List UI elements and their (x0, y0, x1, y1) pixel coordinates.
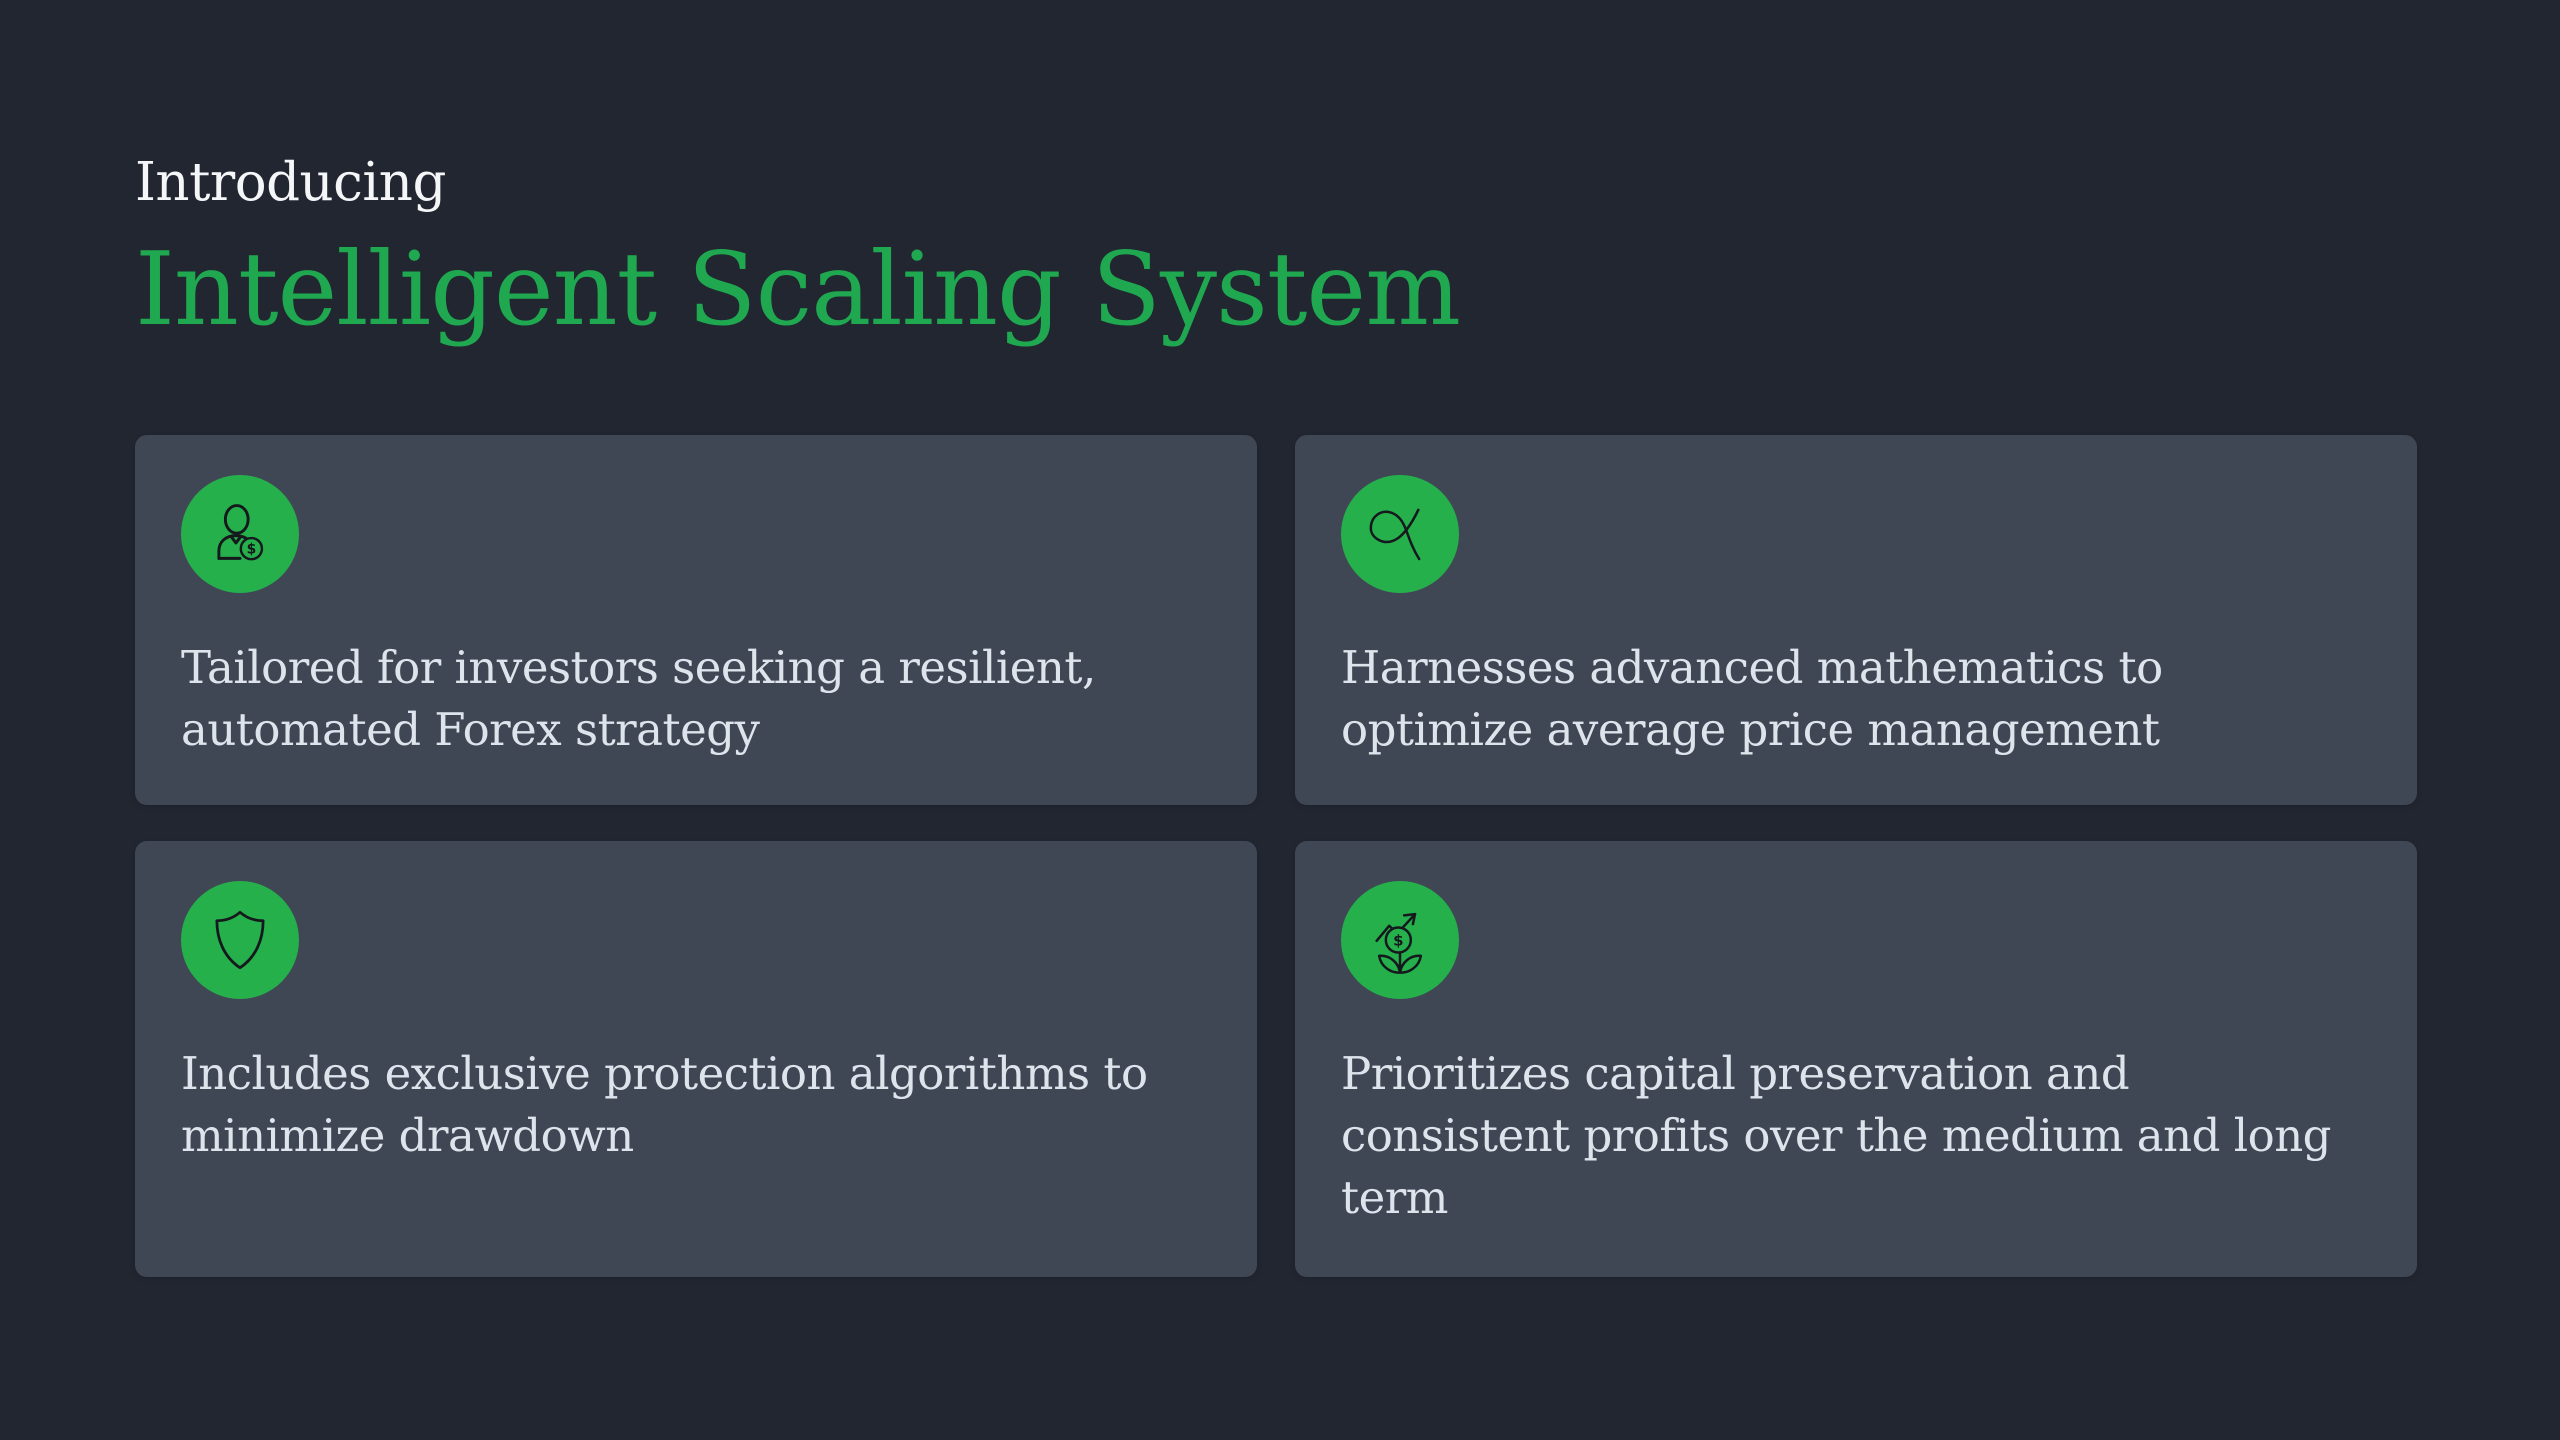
feature-card-grid: $ Tailored for investors seeking a resil… (135, 434, 2417, 1277)
svg-text:$: $ (247, 541, 257, 557)
icon-circle (1341, 474, 1459, 593)
feature-card-mathematics: Harnesses advanced mathematics to optimi… (1295, 434, 2417, 805)
feature-card-investors: $ Tailored for investors seeking a resil… (135, 434, 1257, 805)
feature-text: Includes exclusive protection algorithms… (181, 1043, 1211, 1167)
icon-circle (181, 880, 299, 999)
feature-text-line: optimize average price management (1341, 702, 2160, 756)
growth-icon: $ (1375, 912, 1423, 974)
kicker-text: Introducing (135, 152, 446, 213)
investor-icon: $ (217, 503, 264, 560)
feature-text-line: consistent profits over the medium and l… (1341, 1108, 2332, 1162)
feature-text: Harnesses advanced mathematics to optimi… (1341, 637, 2371, 761)
icon-circle: $ (181, 474, 299, 593)
feature-text-line: Includes exclusive protection algorithms… (181, 1046, 1148, 1100)
icon-circle: $ (1341, 880, 1459, 999)
svg-text:$: $ (1393, 931, 1403, 949)
alpha-icon (1369, 508, 1421, 560)
feature-text-line: automated Forex strategy (181, 702, 760, 756)
shield-icon (215, 910, 265, 969)
feature-text-line: term (1341, 1170, 1448, 1224)
feature-card-protection: Includes exclusive protection algorithms… (135, 840, 1257, 1277)
feature-card-capital-preservation: $ Prioritizes capital preservation and c… (1295, 840, 2417, 1277)
feature-text: Tailored for investors seeking a resilie… (181, 637, 1211, 761)
feature-text-line: Prioritizes capital preservation and (1341, 1046, 2130, 1100)
feature-text-line: Tailored for investors seeking a resilie… (181, 640, 1096, 694)
feature-text: Prioritizes capital preservation and con… (1341, 1043, 2371, 1229)
page-title: Intelligent Scaling System (135, 230, 1461, 349)
feature-text-line: minimize drawdown (181, 1108, 634, 1162)
feature-text-line: Harnesses advanced mathematics to (1341, 640, 2163, 694)
